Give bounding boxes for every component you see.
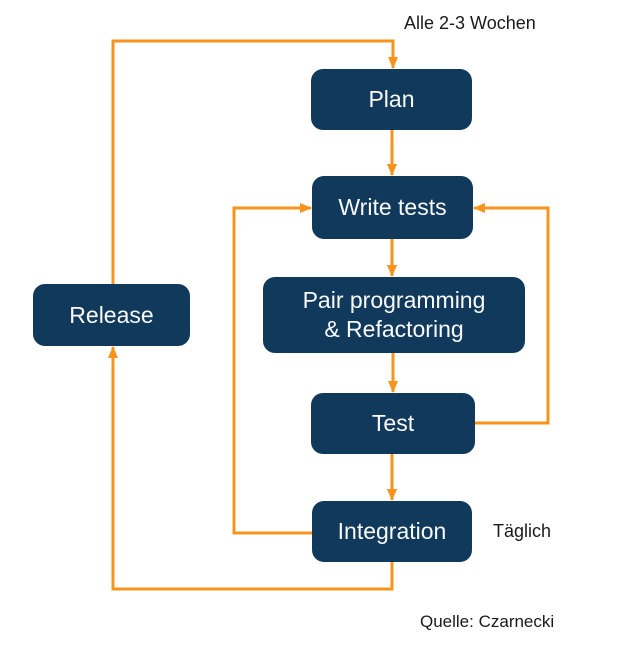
edge-integration-to-write-tests — [232, 203, 312, 535]
node-test-label: Test — [371, 410, 415, 437]
node-write-tests: Write tests — [312, 176, 473, 239]
cycle-duration-label: Alle 2-3 Wochen — [404, 13, 536, 33]
daily-label: Täglich — [493, 521, 552, 541]
edge-integration-to-release — [108, 346, 394, 591]
node-pair-programming: Pair programming & Refactoring — [263, 277, 525, 353]
node-plan-label: Plan — [368, 86, 415, 113]
source-attribution: Quelle: Czarnecki — [420, 612, 555, 631]
node-release-label: Release — [69, 301, 154, 328]
node-pair-programming-line1: Pair programming — [302, 287, 486, 314]
node-integration: Integration — [312, 501, 472, 562]
node-integration-label: Integration — [337, 518, 447, 545]
edge-release-to-plan — [111, 39, 398, 284]
node-pair-programming-line2: & Refactoring — [324, 316, 464, 342]
edge-test-to-write-tests — [473, 203, 550, 425]
node-write-tests-label: Write tests — [338, 194, 447, 221]
node-test: Test — [311, 393, 475, 454]
node-release: Release — [33, 284, 190, 346]
node-plan: Plan — [311, 69, 472, 130]
